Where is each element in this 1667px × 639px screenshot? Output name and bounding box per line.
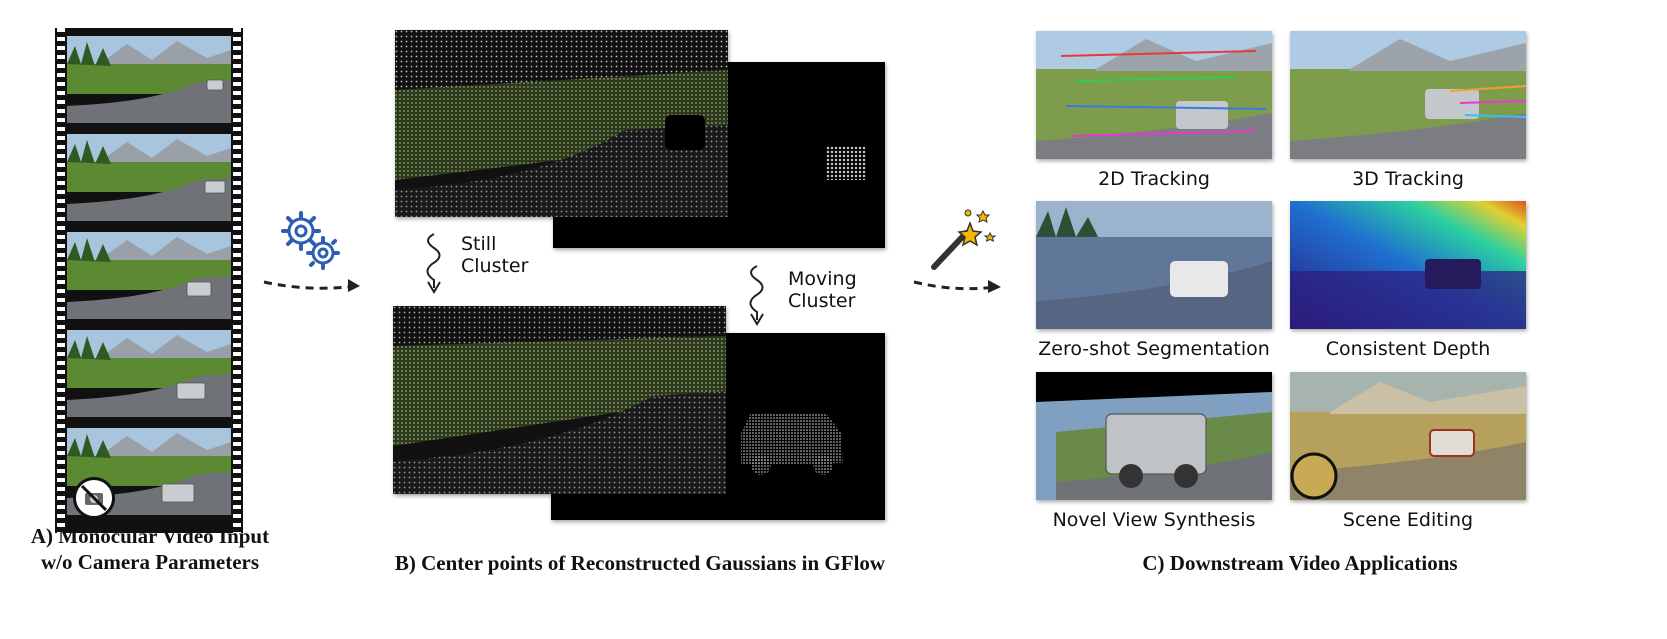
application-thumbnail: [1036, 372, 1272, 500]
application-panel: [1290, 372, 1526, 500]
application-thumbnail: [1290, 31, 1526, 159]
moving-label-line1: Moving: [788, 268, 857, 290]
application-panel: [1036, 201, 1272, 329]
section-a-caption-line2: w/o Camera Parameters: [40, 550, 260, 574]
application-panel: [1290, 201, 1526, 329]
still-cluster-panel: [393, 306, 726, 494]
full-scene-gaussians: [395, 30, 728, 217]
moving-label-line2: Cluster: [788, 290, 856, 312]
still-cluster-label: Still Cluster: [461, 233, 528, 277]
magic-wand-icon: [931, 209, 997, 270]
full-scene-point-cloud: [395, 30, 728, 217]
applications-arrow: [913, 280, 1001, 293]
still-cluster-arrow: [426, 233, 441, 294]
application-label: Zero-shot Segmentation: [1038, 338, 1270, 360]
gears-icon: [281, 211, 340, 270]
still-label-line1: Still: [461, 233, 497, 255]
application-panel: [1036, 372, 1272, 500]
still-scene-point-cloud: [393, 306, 726, 494]
application-thumbnail: [1290, 201, 1526, 329]
section-a-caption: A) Monocular Video Input w/o Camera Para…: [0, 523, 300, 575]
application-label: 3D Tracking: [1352, 168, 1464, 190]
application-thumbnail: [1036, 31, 1272, 159]
application-panel: [1290, 31, 1526, 159]
film-strip: [55, 28, 243, 533]
section-c-caption: C) Downstream Video Applications: [1142, 551, 1458, 575]
vehicle-point-cloud-large: [741, 413, 843, 475]
section-b-caption: B) Center points of Reconstructed Gaussi…: [394, 551, 886, 575]
application-panel: [1036, 31, 1272, 159]
film-perforations-left: [57, 28, 65, 533]
moving-cluster-arrow: [749, 265, 764, 326]
application-label: 2D Tracking: [1098, 168, 1210, 190]
video-frame: [67, 330, 231, 417]
application-thumbnail: [1290, 372, 1526, 500]
application-thumbnail: [1036, 201, 1272, 329]
video-frame: [67, 134, 231, 221]
section-a-caption-line1: A) Monocular Video Input: [30, 524, 270, 548]
film-perforations-right: [233, 28, 241, 533]
application-label: Scene Editing: [1342, 509, 1474, 531]
application-label: Consistent Depth: [1325, 338, 1491, 360]
application-label: Novel View Synthesis: [1052, 509, 1256, 531]
moving-cluster-label: Moving Cluster: [788, 268, 857, 312]
still-label-line2: Cluster: [461, 255, 529, 277]
process-arrow: [263, 279, 360, 292]
no-camera-icon: [73, 477, 115, 519]
video-frame: [67, 36, 231, 123]
video-frame: [67, 232, 231, 319]
vehicle-point-cloud-small: [826, 146, 866, 180]
